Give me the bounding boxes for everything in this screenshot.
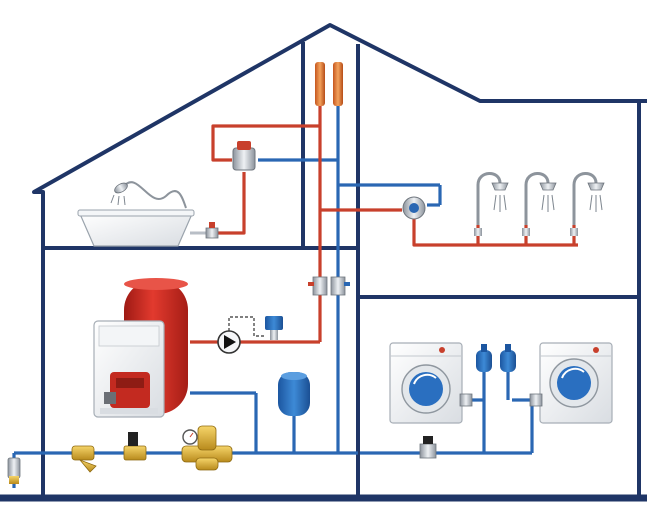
- solenoid-valve-icon: [123, 432, 147, 461]
- hand-shower-icon: [110, 181, 187, 209]
- washing-machine-icon: [539, 342, 613, 424]
- pressure-reducing-valve-icon: [181, 425, 233, 471]
- water-hammer-arrestor-icon: [476, 344, 492, 372]
- appliance-supply-valves: [459, 393, 543, 407]
- thermostatic-mixing-valve-icon: [232, 141, 256, 171]
- attic-copper-stubs: [315, 62, 343, 106]
- water-meter-icon: [7, 457, 21, 484]
- shower-head-icon: [522, 172, 557, 236]
- washing-machine-icon: [389, 342, 463, 424]
- circulation-pump-icon: [217, 330, 241, 354]
- pressure-gauge-icon: [182, 429, 198, 445]
- strainer-filter-icon: [71, 445, 97, 473]
- hot-water-pipes: [190, 95, 578, 344]
- house-walls: [0, 23, 647, 502]
- cold-water-pipes: [12, 95, 540, 488]
- bathtub-icon: [77, 209, 213, 247]
- expansion-vessel-icon: [278, 372, 310, 416]
- shower-head-icon: [474, 172, 509, 236]
- control-wire: [228, 316, 265, 337]
- shower-head-icon: [570, 172, 605, 236]
- motorized-valve-actuator: [265, 316, 283, 340]
- riser-ball-valves: [308, 276, 350, 296]
- laundry-supply-valve: [419, 436, 437, 459]
- shower-mixer-valve: [402, 196, 426, 220]
- water-hammer-arrestor-icon: [500, 344, 516, 372]
- ball-valve-icon: [205, 222, 219, 239]
- boiler-icon: [93, 278, 188, 418]
